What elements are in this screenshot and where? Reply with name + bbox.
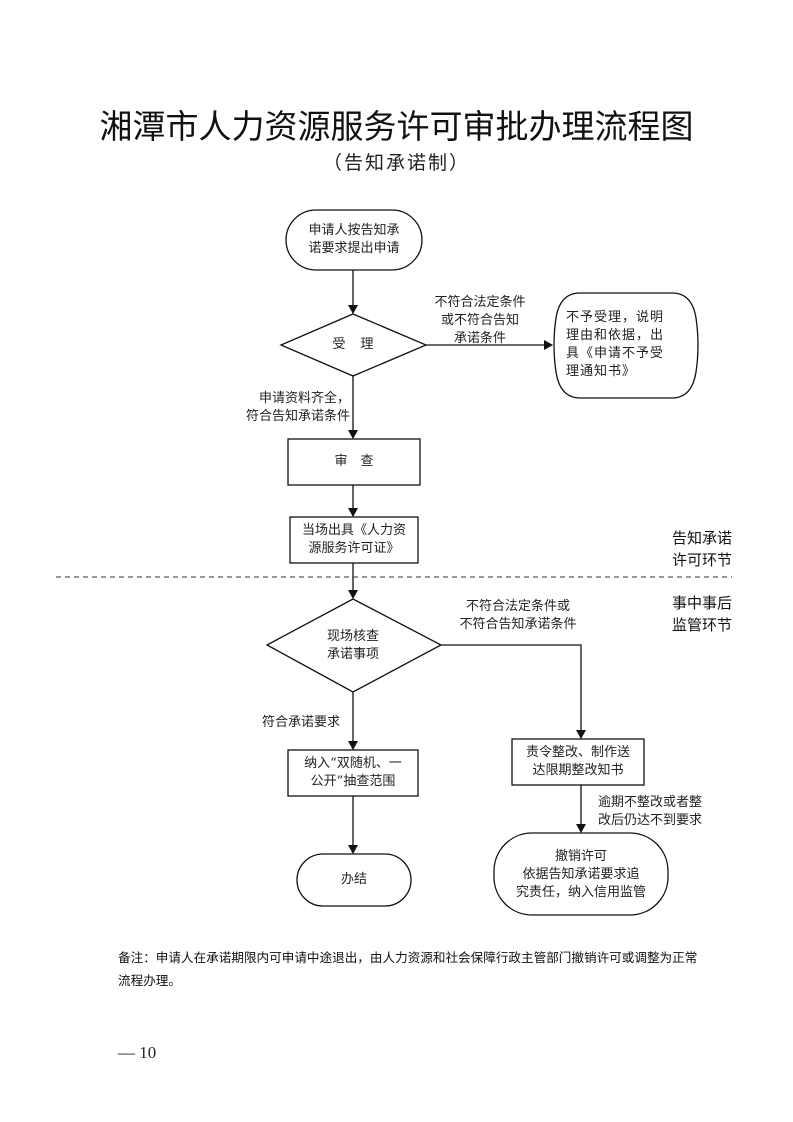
revoke-node-line: 究责任，纳入信用监管 [515, 885, 646, 900]
reject-node-line: 具《申请不予受 [566, 346, 665, 361]
start-node-line: 诺要求提出申请 [308, 241, 400, 256]
edge-label-line: 承诺条件 [453, 331, 506, 346]
revoke-node-shape [493, 832, 669, 916]
edge-label-overdue: 逾期不整改或者整 改后仍达不到要求 [598, 794, 728, 830]
done-node-shape [296, 853, 412, 907]
page-number: — 10 [118, 1043, 157, 1062]
random-node-line: 纳入“双随机、一 [304, 756, 402, 771]
issue-node-line: 当场出具《人力资 [301, 523, 406, 538]
edge-label-line: 或不符合告知 [440, 313, 519, 328]
review-node: 审 查 [334, 454, 374, 469]
edge-label-line: 改后仍达不到要求 [598, 813, 703, 828]
section-label-notification-permit: 告知承诺 许可环节 [640, 527, 732, 571]
accept-node: 受 理 [332, 337, 375, 352]
edge-label-reject-condition: 不符合法定条件 或不符合告知 承诺条件 [424, 294, 536, 348]
section-label-supervision: 事中事后 监管环节 [640, 592, 732, 636]
rectify-node-line: 达限期整改知书 [532, 763, 624, 778]
onsite-node-line: 现场核查 [326, 629, 379, 644]
edge-label-pass-condition: 申请资料齐全， 符合告知承诺条件 [230, 390, 350, 426]
reject-node-shape [553, 292, 699, 399]
reject-node: 不予受理，说明 理由和依据，出 具《申请不予受 理通知书》 [566, 309, 690, 381]
edge-onsite-rectify [441, 644, 586, 739]
review-node-shape [287, 438, 421, 486]
rectify-node-shape [511, 738, 645, 786]
issue-node-shape [289, 516, 419, 564]
reject-node-line: 不予受理，说明 [566, 310, 665, 325]
revoke-node-line: 撤销许可 [554, 849, 607, 864]
edge-label-line: 逾期不整改或者整 [598, 795, 703, 810]
footnote: 备注：申请人在承诺期限内可申请中途退出，由人力资源和社会保障行政主管部门撤销许可… [118, 950, 698, 988]
revoke-node: 撤销许可 依据告知承诺要求追 究责任，纳入信用监管 [494, 848, 668, 902]
edge-label-line: 符合告知承诺条件 [245, 409, 350, 424]
section-label-line: 监管环节 [671, 616, 732, 634]
random-node: 纳入“双随机、一 公开”抽查范围 [288, 755, 418, 791]
onsite-node-line: 承诺事项 [326, 647, 379, 662]
edge-label-onsite-fail: 不符合法定条件或 不符合告知承诺条件 [448, 598, 588, 634]
reject-node-line: 理通知书》 [566, 364, 637, 379]
issue-node: 当场出具《人力资 源服务许可证》 [290, 522, 418, 558]
edge-label-meet-requirement: 符合承诺要求 [262, 715, 341, 730]
done-node: 办结 [340, 872, 367, 887]
issue-node-line: 源服务许可证》 [308, 541, 400, 556]
edge-label-line: 不符合告知承诺条件 [459, 617, 577, 632]
onsite-node: 现场核查 承诺事项 [300, 628, 406, 664]
rectify-node-line: 责令整改、制作送 [525, 745, 630, 760]
start-node-shape [285, 209, 423, 271]
edge-label-line: 申请资料齐全， [258, 391, 350, 406]
random-node-line: 公开”抽查范围 [310, 774, 396, 789]
edge-label-line: 不符合法定条件 [434, 295, 526, 310]
page-title: 湘潭市人力资源服务许可审批办理流程图 [99, 107, 694, 146]
page-subtitle: （告知承诺制） [322, 152, 470, 174]
start-node: 申请人按告知承 诺要求提出申请 [286, 222, 422, 258]
section-label-line: 许可环节 [671, 551, 732, 569]
rectify-node: 责令整改、制作送 达限期整改知书 [512, 744, 644, 780]
reject-node-line: 理由和依据，出 [566, 328, 665, 343]
revoke-node-line: 依据告知承诺要求追 [522, 867, 640, 882]
start-node-line: 申请人按告知承 [308, 223, 400, 238]
section-label-line: 事中事后 [671, 594, 732, 612]
edge-label-line: 不符合法定条件或 [465, 599, 570, 614]
section-label-line: 告知承诺 [671, 529, 732, 547]
